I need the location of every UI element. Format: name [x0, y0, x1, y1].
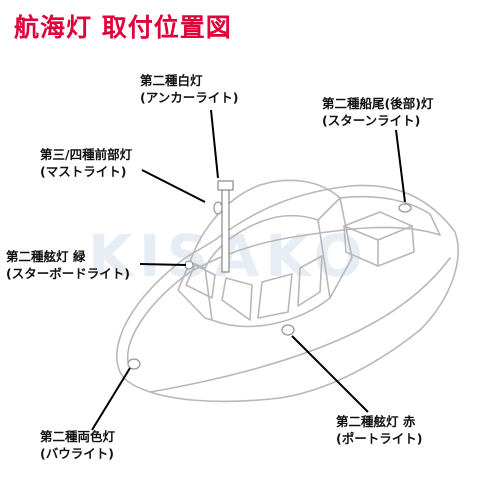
label-green-light: 第二種舷灯 緑 (スターボードライト)	[6, 248, 130, 282]
leader-bicolor	[91, 367, 131, 431]
label-green-sub: (スターボードライト)	[6, 266, 130, 281]
mast-light-marker	[213, 201, 223, 215]
label-mast-light: 第三/四種前部灯 (マストライト)	[40, 146, 132, 180]
windshield	[177, 261, 213, 321]
window-side-2	[297, 255, 323, 307]
leader-mast	[141, 169, 206, 203]
label-bicolor-name: 第二種両色灯	[40, 429, 116, 444]
window-front-right	[221, 277, 253, 321]
label-anchor-light: 第二種白灯 (アンカーライト)	[140, 72, 238, 106]
rear-rail	[339, 195, 441, 236]
label-mast-sub: (マストライト)	[40, 164, 127, 179]
label-stern-sub: (スターンライト)	[322, 113, 421, 128]
label-anchor-sub: (アンカーライト)	[140, 90, 239, 105]
label-red-name: 第二種舷灯 赤	[336, 414, 416, 429]
hull-outline	[116, 184, 459, 403]
leader-green	[139, 263, 187, 266]
leader-stern	[395, 129, 406, 203]
bicolor-light-marker	[127, 358, 141, 370]
label-stern-light: 第二種船尾(後部)灯 (スターンライト)	[322, 95, 433, 129]
rear-hatch	[343, 211, 415, 267]
red-light-marker	[281, 324, 295, 336]
cabin-side	[204, 219, 331, 328]
label-green-name: 第二種舷灯 緑	[6, 249, 86, 264]
cabin-roof	[189, 179, 341, 269]
leader-anchor	[210, 109, 219, 179]
green-light-marker	[184, 260, 194, 270]
mast	[217, 180, 234, 273]
leader-red	[291, 335, 369, 413]
label-bicolor-sub: (バウライト)	[40, 446, 114, 461]
cabin-aft	[329, 197, 353, 299]
page-title: 航海灯 取付位置図	[14, 13, 232, 42]
label-anchor-name: 第二種白灯	[140, 73, 203, 88]
window-side-1	[257, 273, 293, 319]
label-stern-name: 第二種船尾(後部)灯	[322, 96, 434, 111]
window-front-left	[185, 264, 216, 299]
deck-edge	[126, 226, 441, 363]
label-red-sub: (ポートライト)	[336, 431, 423, 446]
hull-bottom	[149, 257, 451, 393]
stern-light-marker	[398, 203, 412, 213]
label-bicolor-light: 第二種両色灯 (バウライト)	[40, 428, 115, 462]
label-mast-name: 第三/四種前部灯	[40, 147, 133, 162]
label-red-light: 第二種舷灯 赤 (ポートライト)	[336, 413, 422, 447]
